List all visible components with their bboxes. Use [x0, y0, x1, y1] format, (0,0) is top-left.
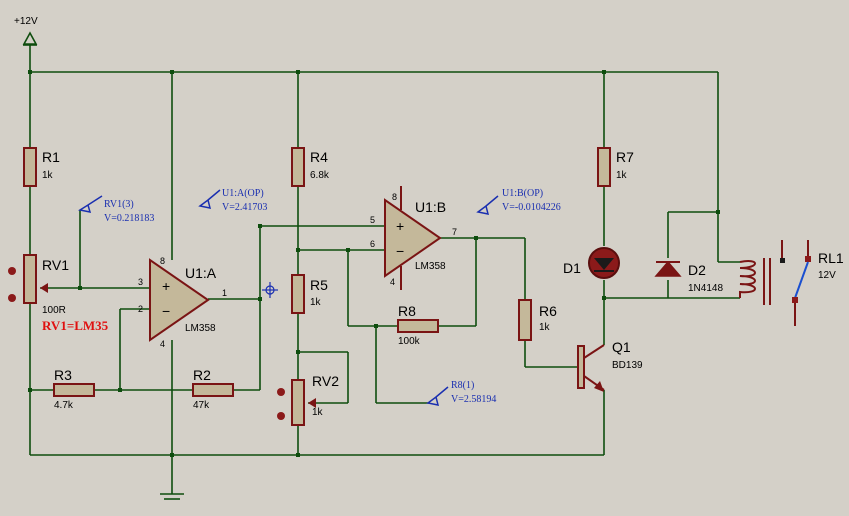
rv1-name: RV1 — [42, 257, 69, 273]
led-d1[interactable]: D1 — [563, 247, 620, 279]
opamp-u1b[interactable]: + − U1:B LM358 8 4 5 6 7 — [370, 186, 457, 290]
supply-label: +12V — [14, 16, 38, 27]
r5-value: 1k — [310, 297, 322, 308]
probe-u1a[interactable]: U1:A(OP) V=2.41703 — [198, 188, 267, 213]
probe-u1b-name: U1:B(OP) — [502, 188, 543, 199]
d2-model: 1N4148 — [688, 283, 723, 294]
u1a-pin1: 1 — [222, 288, 227, 298]
potentiometer-rv1[interactable]: RV1 100R RV1=LM35 — [8, 254, 109, 333]
probe-rv1-name: RV1(3) — [104, 199, 134, 210]
probe-u1a-reading: V=2.41703 — [222, 202, 267, 213]
r2-value: 47k — [193, 400, 210, 411]
cursor-crosshair-icon — [262, 282, 278, 298]
u1a-name: U1:A — [185, 265, 217, 281]
r5-name: R5 — [310, 277, 328, 293]
resistor-r6[interactable]: R6 1k — [518, 299, 557, 341]
u1a-plus: + — [162, 278, 170, 294]
probe-r8-name: R8(1) — [451, 380, 474, 391]
u1a-model: LM358 — [185, 323, 216, 334]
resistor-r5[interactable]: R5 1k — [291, 274, 328, 314]
u1b-name: U1:B — [415, 199, 446, 215]
probe-rv1[interactable]: RV1(3) V=0.218183 — [78, 195, 154, 224]
u1a-pin3: 3 — [138, 277, 143, 287]
q1-model: BD139 — [612, 360, 643, 371]
resistor-r1[interactable]: R1 1k — [23, 147, 60, 187]
r7-value: 1k — [616, 170, 628, 181]
u1a-pin8: 8 — [160, 256, 165, 266]
r3-name: R3 — [54, 367, 72, 383]
probe-r8[interactable]: R8(1) V=2.58194 — [426, 380, 496, 406]
u1b-pin8: 8 — [392, 192, 397, 202]
junctions — [28, 70, 720, 457]
r7-name: R7 — [616, 149, 634, 165]
r6-name: R6 — [539, 303, 557, 319]
probe-r8-reading: V=2.58194 — [451, 394, 496, 405]
r8-name: R8 — [398, 303, 416, 319]
resistor-r2[interactable]: R2 47k — [192, 367, 234, 411]
u1b-pin5: 5 — [370, 215, 375, 225]
d1-name: D1 — [563, 260, 581, 276]
r8-value: 100k — [398, 336, 421, 347]
resistor-r3[interactable]: R3 4.7k — [53, 367, 95, 411]
rv2-value: 1k — [312, 407, 324, 418]
u1b-minus: − — [396, 243, 404, 259]
rv1-value: 100R — [42, 305, 66, 316]
resistor-r4[interactable]: R4 6.8k — [291, 147, 330, 187]
potentiometer-rv2[interactable]: RV2 1k — [277, 373, 339, 426]
resistor-r8[interactable]: R8 100k — [397, 303, 439, 347]
probe-u1b[interactable]: U1:B(OP) V=-0.0104226 — [476, 188, 561, 215]
u1b-pin6: 6 — [370, 239, 375, 249]
q1-name: Q1 — [612, 339, 631, 355]
diode-d2[interactable]: D2 1N4148 — [654, 260, 723, 294]
resistor-r7[interactable]: R7 1k — [597, 147, 634, 187]
wires — [29, 45, 740, 494]
u1a-minus: − — [162, 303, 170, 319]
probe-rv1-reading: V=0.218183 — [104, 213, 154, 224]
rv1-note: RV1=LM35 — [42, 318, 109, 333]
d2-name: D2 — [688, 262, 706, 278]
supply-terminal: +12V — [14, 16, 38, 46]
rv2-name: RV2 — [312, 373, 339, 389]
probe-u1a-name: U1:A(OP) — [222, 188, 264, 199]
r6-value: 1k — [539, 322, 551, 333]
r4-value: 6.8k — [310, 170, 330, 181]
u1b-pin7: 7 — [452, 227, 457, 237]
transistor-q1[interactable]: Q1 BD139 — [577, 339, 643, 392]
r3-value: 4.7k — [54, 400, 74, 411]
u1b-model: LM358 — [415, 261, 446, 272]
u1a-pin2: 2 — [138, 304, 143, 314]
r1-name: R1 — [42, 149, 60, 165]
ground-symbol — [160, 493, 184, 500]
u1a-pin4: 4 — [160, 339, 165, 349]
opamp-u1a[interactable]: + − U1:A LM358 8 4 3 2 1 — [138, 256, 227, 349]
r1-value: 1k — [42, 170, 54, 181]
rl1-name: RL1 — [818, 250, 844, 266]
relay-rl1[interactable]: RL1 12V — [739, 240, 844, 326]
u1b-pin4: 4 — [390, 277, 395, 287]
r4-name: R4 — [310, 149, 328, 165]
u1b-plus: + — [396, 218, 404, 234]
rl1-value: 12V — [818, 270, 836, 281]
r2-name: R2 — [193, 367, 211, 383]
probe-u1b-reading: V=-0.0104226 — [502, 202, 561, 213]
